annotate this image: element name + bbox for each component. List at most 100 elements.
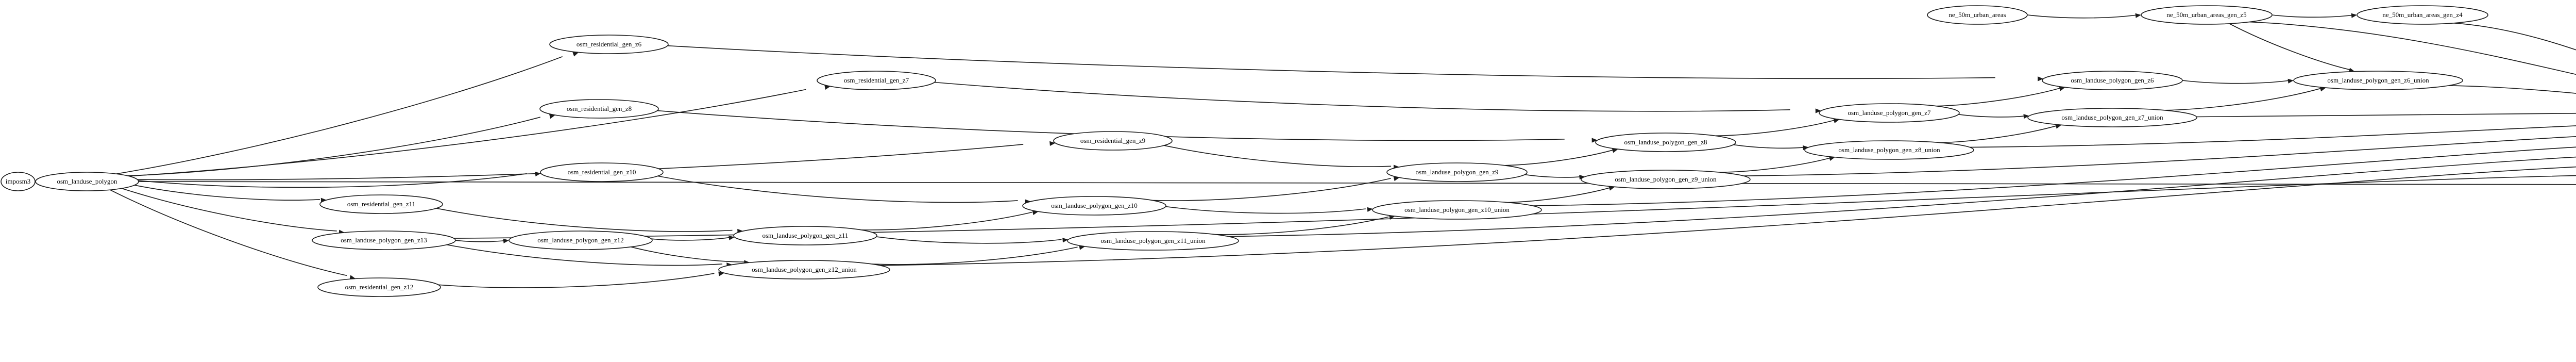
node-label: osm_residential_gen_z11 — [347, 200, 415, 208]
graph-edge — [110, 189, 347, 276]
graph-edge — [122, 188, 337, 232]
node-label: ne_50m_urban_areas — [1948, 11, 2006, 19]
edge-arrowhead — [2287, 78, 2294, 84]
graph-node-ne_50m_urban_areas_gen_z5[interactable]: ne_50m_urban_areas_gen_z5 — [2141, 5, 2273, 25]
graph-node-osm_landuse_polygon_gen_z10[interactable]: osm_landuse_polygon_gen_z10 — [1022, 196, 1166, 216]
graph-node-osm_landuse_polygon_gen_z8[interactable]: osm_landuse_polygon_gen_z8 — [1595, 133, 1736, 152]
node-ellipse — [1386, 162, 1528, 182]
graph-node-osm_residential_gen_z7[interactable]: osm_residential_gen_z7 — [817, 71, 936, 90]
graph-node-ne_50m_urban_areas_gen_z4[interactable]: ne_50m_urban_areas_gen_z4 — [2357, 5, 2488, 25]
graph-edge — [657, 175, 1018, 203]
node-label: osm_landuse_polygon_gen_z9 — [1415, 168, 1498, 176]
graph-node-osm_residential_gen_z11[interactable]: osm_residential_gen_z11 — [319, 194, 443, 214]
graph-edge — [667, 45, 1995, 79]
node-ellipse — [2357, 5, 2488, 25]
node-ellipse — [1804, 140, 1974, 160]
graph-node-osm_residential_gen_z10[interactable]: osm_residential_gen_z10 — [540, 162, 664, 182]
legend-edge — [2453, 23, 2576, 51]
graph-edge — [861, 211, 1032, 231]
node-ellipse — [312, 231, 456, 250]
graph-edge — [1733, 144, 1806, 149]
node-label: osm_landuse_polygon_gen_z12 — [537, 236, 624, 244]
node-label: osm_landuse_polygon_gen_z11 — [762, 232, 848, 239]
graph-node-osm_landuse_polygon_gen_z8_union[interactable]: osm_landuse_polygon_gen_z8_union — [1804, 140, 1974, 160]
node-label: osm_landuse_polygon_gen_z10_union — [1404, 206, 1510, 213]
graph-node-imposm3[interactable]: imposm3 — [1, 172, 36, 191]
graph-edge — [1215, 216, 1389, 235]
graph-node-osm_landuse_polygon_gen_z10_union[interactable]: osm_landuse_polygon_gen_z10_union — [1372, 200, 1542, 220]
graph-edge — [2272, 14, 2354, 18]
node-label: osm_landuse_polygon_gen_z12_union — [752, 266, 857, 273]
graph-node-osm_landuse_polygon_gen_z9[interactable]: osm_landuse_polygon_gen_z9 — [1386, 162, 1528, 182]
graph-edge — [129, 89, 806, 177]
edge-arrowhead — [2059, 86, 2065, 91]
graph-edge — [1153, 178, 1391, 201]
edge-arrowhead — [503, 238, 509, 243]
node-ellipse — [2042, 71, 2183, 90]
graph-node-osm_residential_gen_z12[interactable]: osm_residential_gen_z12 — [317, 277, 441, 297]
graph-edge — [872, 246, 1078, 265]
edge-arrowhead — [535, 171, 541, 177]
node-label: osm_landuse_polygon_gen_z8_union — [1838, 146, 1940, 154]
graph-node-osm_residential_gen_z9[interactable]: osm_residential_gen_z9 — [1053, 131, 1173, 151]
graph-edge — [134, 185, 320, 201]
node-ellipse — [509, 231, 653, 250]
edge-arrowhead — [1062, 238, 1069, 243]
graph-node-osm_landuse_polygon_gen_z12_union[interactable]: osm_landuse_polygon_gen_z12_union — [718, 260, 890, 279]
graph-node-osm_landuse_polygon_gen_z12[interactable]: osm_landuse_polygon_gen_z12 — [509, 231, 653, 250]
node-ellipse — [2027, 108, 2197, 127]
edge-arrowhead — [1815, 108, 1821, 113]
node-label: osm_landuse_polygon_gen_z11_union — [1100, 237, 1206, 244]
edge-arrowhead — [1367, 207, 1373, 212]
node-ellipse — [1022, 196, 1166, 216]
nodes-layer: imposm3 osm_landuse_polygon osm_residentia… — [1, 5, 2488, 297]
node-ellipse — [1053, 131, 1173, 151]
edge-arrowhead — [572, 52, 579, 57]
graph-node-osm_landuse_polygon_gen_z9_union[interactable]: osm_landuse_polygon_gen_z9_union — [1581, 170, 1751, 189]
node-ellipse — [1, 172, 36, 191]
graph-node-osm_residential_gen_z6[interactable]: osm_residential_gen_z6 — [549, 35, 669, 54]
node-label: ne_50m_urban_areas_gen_z5 — [2166, 11, 2246, 19]
graph-node-osm_landuse_polygon[interactable]: osm_landuse_polygon — [35, 172, 139, 191]
edge-arrowhead — [549, 114, 555, 119]
graph-node-osm_landuse_polygon_gen_z11_union[interactable]: osm_landuse_polygon_gen_z11_union — [1067, 231, 1239, 251]
edge-arrowhead — [1803, 145, 1809, 151]
node-label: osm_landuse_polygon_gen_z13 — [341, 236, 427, 244]
node-label: osm_landuse_polygon_gen_z9_union — [1615, 175, 1717, 183]
graph-node-osm_landuse_polygon_gen_z7_union[interactable]: osm_landuse_polygon_gen_z7_union — [2027, 108, 2197, 127]
node-ellipse — [817, 71, 936, 90]
node-ellipse — [317, 277, 441, 297]
graph-node-ne_50m_urban_areas[interactable]: ne_50m_urban_areas — [1927, 5, 2028, 25]
graph-edge — [447, 244, 723, 266]
node-ellipse — [539, 99, 659, 119]
legend-edge — [138, 181, 2576, 185]
edge-arrowhead — [2135, 13, 2141, 18]
graph-edge — [876, 236, 1062, 244]
graph-node-osm_landuse_polygon_gen_z6_union[interactable]: osm_landuse_polygon_gen_z6_union — [2293, 71, 2463, 90]
graph-edge — [1524, 174, 1583, 178]
graph-node-osm_landuse_polygon_gen_z11[interactable]: osm_landuse_polygon_gen_z11 — [733, 226, 877, 245]
graph-node-osm_residential_gen_z8[interactable]: osm_residential_gen_z8 — [539, 99, 659, 119]
graph-node-osm_landuse_polygon_gen_z6[interactable]: osm_landuse_polygon_gen_z6 — [2042, 71, 2183, 90]
node-label: osm_landuse_polygon_gen_z8 — [1624, 138, 1707, 146]
node-label: osm_residential_gen_z9 — [1080, 137, 1145, 144]
node-label: ne_50m_urban_areas_gen_z4 — [2382, 11, 2463, 19]
edge-arrowhead — [2351, 13, 2357, 18]
edge-arrowhead — [2023, 114, 2029, 119]
graph-node-osm_landuse_polygon_gen_z13[interactable]: osm_landuse_polygon_gen_z13 — [312, 231, 456, 250]
edge-arrowhead — [1591, 138, 1598, 143]
node-label: osm_landuse_polygon_gen_z7 — [1848, 109, 1931, 117]
node-label: osm_landuse_polygon_gen_z6_union — [2327, 76, 2429, 84]
edge-arrowhead — [728, 235, 735, 240]
legend-edge — [1743, 136, 2576, 176]
node-ellipse — [1927, 5, 2028, 25]
graph-edge — [1715, 120, 1836, 137]
graph-edge — [651, 237, 732, 241]
graph-edge — [116, 56, 563, 174]
node-label: osm_landuse_polygon_gen_z6 — [2071, 76, 2154, 84]
node-label: osm_landuse_polygon — [57, 177, 117, 185]
graph-edge — [438, 273, 715, 288]
graph-node-osm_landuse_polygon_gen_z7[interactable]: osm_landuse_polygon_gen_z7 — [1819, 103, 1960, 123]
node-ellipse — [1819, 103, 1960, 123]
